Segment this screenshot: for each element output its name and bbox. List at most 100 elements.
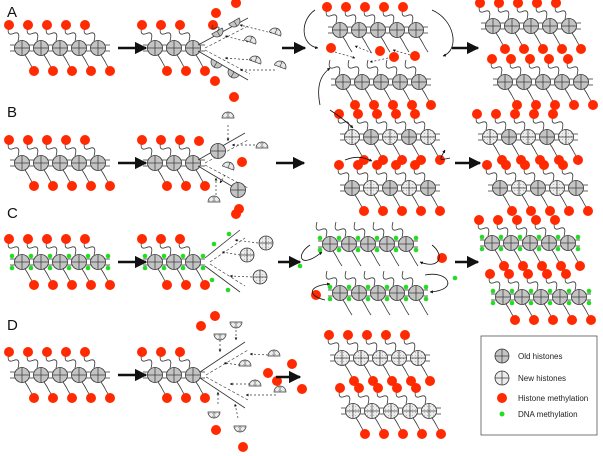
- panel-d-replicating-fiber: [137, 347, 210, 403]
- histone-tail: [45, 352, 58, 369]
- histone-methylation-mark: [425, 376, 435, 386]
- histone-methylation-mark: [162, 393, 172, 403]
- dna-methylation-mark: [142, 265, 148, 271]
- histone-methylation-mark: [392, 383, 402, 393]
- histone-tail: [382, 7, 395, 24]
- panel-c-parental-fiber: [4, 234, 115, 290]
- histone-methylation-mark: [389, 52, 399, 62]
- panel-b-daughter-fiber-1: [334, 109, 445, 165]
- panel-d-daughter-fiber-1: [324, 330, 435, 386]
- old-histone: [560, 235, 576, 251]
- histone-methylation-mark: [137, 135, 147, 145]
- dna-methylation-mark: [547, 300, 553, 306]
- histone-tail: [535, 3, 548, 20]
- histone-methylation-mark: [324, 330, 334, 340]
- dashed-arrow: [234, 238, 259, 244]
- histone-methylation-mark: [200, 393, 210, 403]
- histone-tail: [551, 114, 564, 131]
- histone-tail: [478, 3, 491, 20]
- histone-methylation-mark: [42, 135, 52, 145]
- histone-dimer: [248, 379, 262, 387]
- old-histone: [71, 155, 87, 171]
- histone-methylation-mark: [507, 206, 517, 216]
- histone-tail: [334, 221, 347, 238]
- old-histone: [354, 74, 370, 90]
- histone-methylation-mark: [400, 330, 410, 340]
- old-histone: [373, 74, 389, 90]
- dimer-line: [213, 61, 218, 68]
- histone-tail: [351, 250, 362, 267]
- new-histone: [372, 350, 388, 366]
- old-histone: [408, 285, 424, 301]
- new-histone: [482, 129, 498, 145]
- histone-tail: [178, 239, 191, 256]
- panel-c-result-fiber-2: [485, 269, 596, 325]
- old-histone: [495, 289, 511, 305]
- histone-tail: [394, 165, 407, 182]
- dna-methylation-mark: [575, 246, 581, 252]
- dna-methylation-mark: [555, 246, 561, 252]
- old-histone: [351, 22, 367, 38]
- fork-arm: [197, 50, 249, 81]
- histone-tail: [414, 388, 427, 405]
- old-histone: [210, 143, 226, 159]
- panel-c-daughter-fiber-1: [315, 221, 419, 267]
- histone-methylation-mark: [162, 280, 172, 290]
- histone-tail: [353, 221, 366, 238]
- dna-methylation-mark: [479, 234, 485, 240]
- histone-methylation-mark: [575, 261, 585, 271]
- histone-dimer: [255, 141, 269, 149]
- dimer-half: [273, 60, 287, 70]
- old-histone: [501, 129, 517, 145]
- histone-methylation-mark: [211, 8, 221, 18]
- histone-methylation-mark: [61, 234, 71, 244]
- histone-methylation-mark: [372, 160, 382, 170]
- legend-item-new-histones: New histones: [494, 370, 566, 386]
- histone-dimer: [248, 55, 262, 65]
- histone-methylation-mark: [504, 269, 514, 279]
- histone-methylation-mark: [544, 54, 554, 64]
- histone-tail: [337, 165, 350, 182]
- dashed-arrow: [224, 56, 253, 61]
- old-histone: [33, 40, 49, 56]
- dna-methylation-mark: [555, 234, 561, 240]
- histone-methylation-mark: [411, 383, 421, 393]
- histone-tail: [380, 299, 391, 316]
- histone-tail: [64, 25, 77, 42]
- histone-methylation-mark: [520, 160, 530, 170]
- new-histone: [410, 350, 426, 366]
- histone-methylation-mark: [61, 135, 71, 145]
- dashed-arrow: [234, 403, 239, 419]
- dna-methylation-mark: [28, 253, 34, 259]
- new-histone: [344, 129, 360, 145]
- histone-methylation-mark: [372, 109, 382, 119]
- histone-methylation-mark: [512, 100, 522, 110]
- histone-methylation-mark: [500, 44, 510, 54]
- legend-item-old-histones: Old histones: [494, 348, 562, 364]
- histone-methylation-mark: [485, 269, 495, 279]
- histone-tail: [504, 165, 517, 182]
- old-histone: [542, 18, 558, 34]
- dna-methylation-mark: [575, 234, 581, 240]
- histone-methylation-mark: [529, 109, 539, 119]
- old-histone: [392, 74, 408, 90]
- histone-tail: [475, 114, 488, 131]
- histone-methylation-mark: [105, 393, 115, 403]
- legend-label-histone-methylation: Histone methylation: [518, 394, 588, 403]
- histone-methylation-mark: [349, 376, 359, 386]
- old-histone: [379, 236, 395, 252]
- histone-tail: [26, 352, 39, 369]
- histone-methylation-mark: [350, 100, 360, 110]
- histone-methylation-mark: [263, 368, 273, 378]
- old-histone: [14, 254, 30, 270]
- dna-methylation-mark: [346, 284, 352, 290]
- dna-methylation-mark: [490, 288, 496, 294]
- old-histone: [185, 155, 201, 171]
- histone-methylation-mark: [397, 206, 407, 216]
- histone-methylation-mark: [80, 347, 90, 357]
- histone-methylation-mark: [561, 269, 571, 279]
- histone-tail: [547, 59, 560, 76]
- fork-arm: [204, 265, 241, 293]
- dna-methylation-mark: [209, 277, 215, 283]
